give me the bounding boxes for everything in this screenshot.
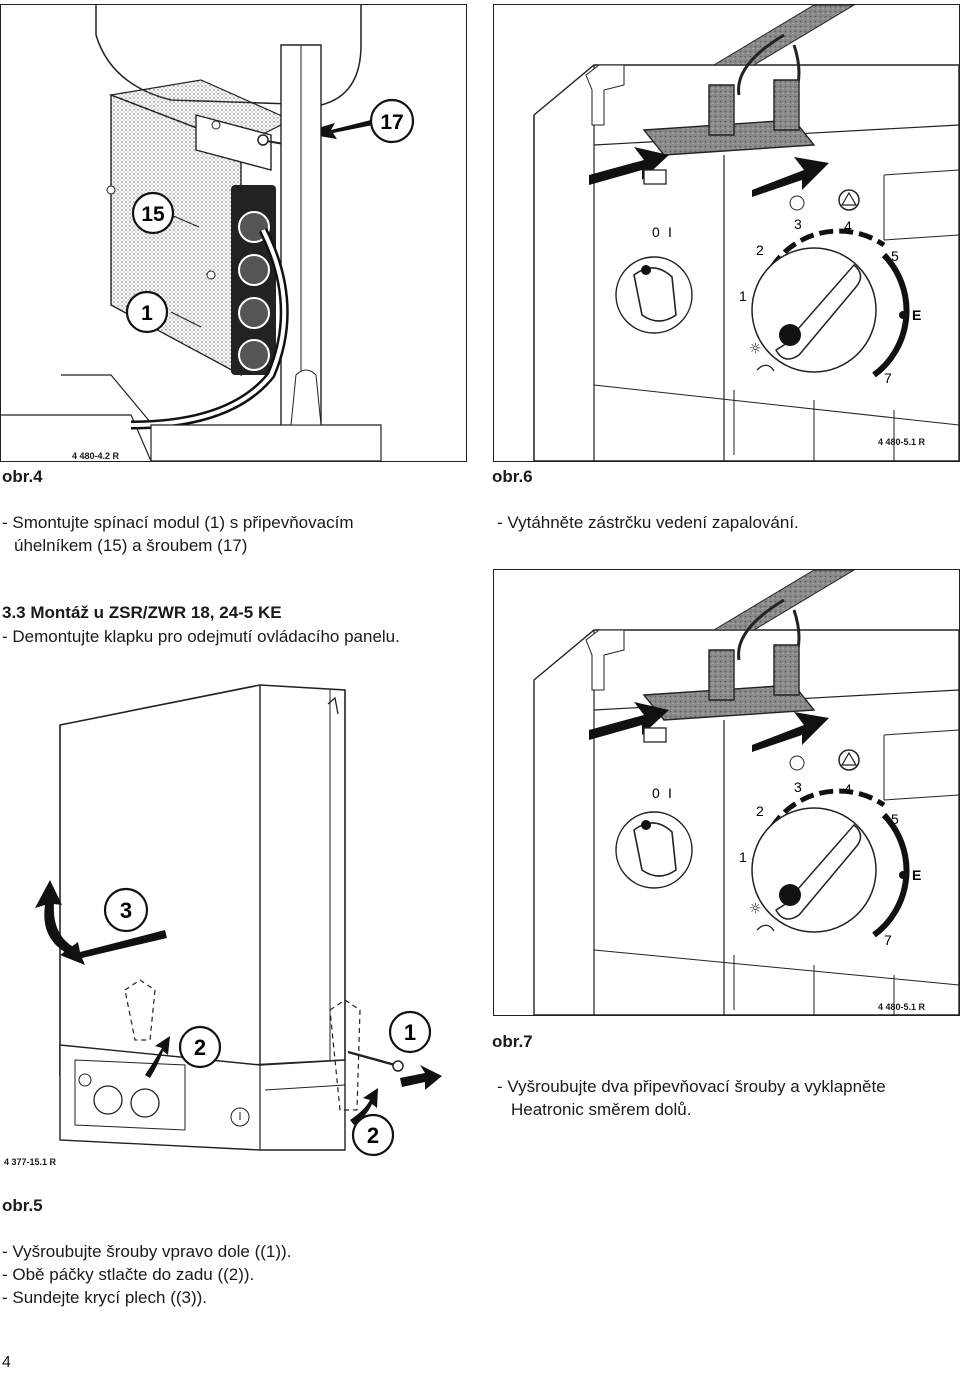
figure-6-illustration: 0 I 1 2 3 4 5 E 7 ☼ (493, 4, 960, 462)
figure-4-caption-line1: - Smontujte spínací modul (1) s připevňo… (2, 513, 354, 532)
figure-6-caption: - Vytáhněte zástrčku vedení zapalování. (497, 513, 799, 532)
fig7-switch-label-on: I (668, 785, 672, 801)
callout-1-right: 1 (404, 1020, 416, 1045)
section-heading: 3.3 Montáž u ZSR/ZWR 18, 24-5 KE (2, 603, 282, 622)
fig7-dial-mark-4: 4 (844, 781, 852, 797)
dial-mark-2: 2 (756, 242, 764, 258)
figure-5-step-1: - Vyšroubujte šrouby vpravo dole ((1)). (2, 1242, 292, 1261)
figure-6-label: obr.6 (492, 467, 533, 486)
page-number: 4 (2, 1354, 11, 1371)
figure-5-step-2: - Obě páčky stlačte do zadu ((2)). (2, 1265, 255, 1284)
callout-1: 1 (141, 302, 153, 325)
dial-mark-4: 4 (844, 218, 852, 234)
figure-7-caption-line2: Heatronic směrem dolů. (511, 1100, 692, 1119)
dial-mark-1: 1 (739, 288, 747, 304)
figure-5-label: obr.5 (2, 1196, 43, 1215)
callout-2-left: 2 (194, 1035, 206, 1060)
sun-icon: ☼ (749, 341, 762, 357)
figure-7-drawing: 0 I 1 2 3 4 5 E 7 ☼ (533, 570, 959, 1015)
figure-5-illustration: 3 2 1 2 (0, 680, 470, 1170)
dial-mark-7: 7 (884, 370, 892, 386)
dial-mark-5: 5 (891, 248, 899, 264)
fig7-dial-mark-2: 2 (756, 803, 764, 819)
figure-4-illustration: 17 15 1 (0, 4, 467, 462)
figure-4-code: 4 480-4.2 R (72, 451, 120, 461)
figure-4-caption-line2: úhelníkem (15) a šroubem (17) (14, 536, 248, 555)
figure-7-code: 4 480-5.1 R (878, 1002, 926, 1012)
figure-7-illustration: 0 I 1 2 3 4 5 E 7 ☼ (493, 569, 960, 1016)
fig7-dial-mark-e: E (912, 867, 921, 883)
figure-7-label: obr.7 (492, 1032, 533, 1051)
callout-17: 17 (380, 111, 403, 134)
fig7-dial-mark-1: 1 (739, 849, 747, 865)
dial-mark-3: 3 (794, 216, 802, 232)
figure-7-caption-line1: - Vyšroubujte dva připevňovací šrouby a … (497, 1077, 886, 1096)
figure-6-drawing: 0 I 1 2 3 4 5 E 7 ☼ (533, 5, 959, 461)
fig7-dial-mark-5: 5 (891, 811, 899, 827)
figure-4-label: obr.4 (2, 467, 43, 486)
figure-4-drawing: 17 15 1 (1, 5, 415, 461)
fig7-dial-mark-3: 3 (794, 779, 802, 795)
figure-5-drawing: 3 2 1 2 (35, 684, 442, 1157)
callout-2-bottom: 2 (367, 1123, 379, 1148)
fig7-sun-icon: ☼ (749, 901, 762, 917)
figure-5-code: 4 377-15.1 R (4, 1157, 57, 1167)
callout-3: 3 (120, 898, 132, 923)
switch-label-on: I (668, 224, 672, 240)
fig7-dial-mark-7: 7 (884, 932, 892, 948)
switch-label-off: 0 (652, 224, 660, 240)
figure-5-step-3: - Sundejte krycí plech ((3)). (2, 1288, 208, 1307)
fig7-switch-label-off: 0 (652, 785, 660, 801)
callout-15: 15 (141, 203, 165, 226)
dial-mark-e: E (912, 307, 921, 323)
figure-6-code: 4 480-5.1 R (878, 437, 926, 447)
section-instruction: - Demontujte klapku pro odejmutí ovládac… (2, 627, 400, 646)
